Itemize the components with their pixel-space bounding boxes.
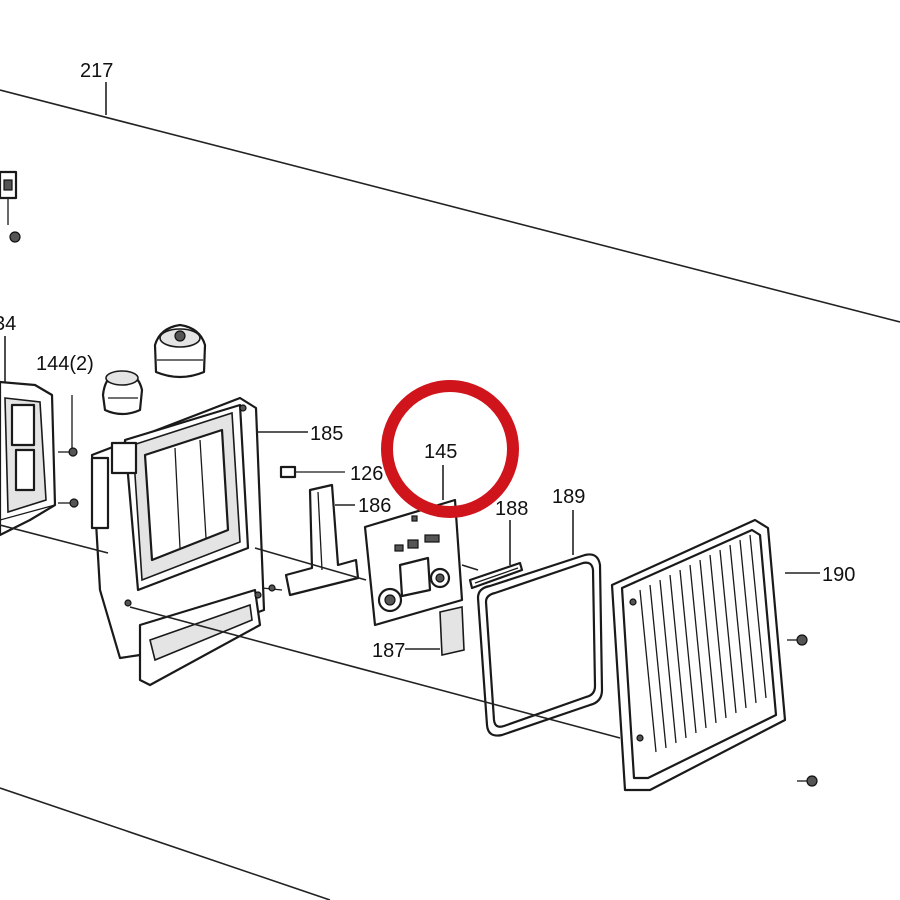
boundary-lines: [0, 89, 900, 900]
cap-large: [153, 323, 207, 379]
callout-186: 186: [358, 495, 391, 517]
part-187-pad: [439, 606, 465, 656]
part-186-bracket: [284, 483, 360, 597]
callout-189: 189: [552, 486, 585, 508]
part-189-gasket: [476, 553, 604, 737]
part-190-heatsink: [610, 518, 787, 792]
callout-145: 145: [424, 441, 457, 463]
part-184-housing: [0, 380, 57, 537]
leader-lines: [4, 82, 820, 650]
callout-labels: 217 34 144(2) 185 126 186 145 188 189 18…: [0, 60, 855, 662]
callout-185: 185: [310, 423, 343, 445]
screws-144: [58, 395, 79, 508]
cap-small: [101, 370, 144, 416]
callout-217: 217: [80, 60, 113, 82]
callout-184: 34: [0, 313, 16, 335]
screw-126: [261, 465, 345, 592]
callout-126: 126: [350, 463, 383, 485]
callout-190: 190: [822, 564, 855, 586]
part-188-strip: [468, 561, 524, 590]
part-185-frame: [90, 396, 266, 687]
part-145-pcb: [363, 498, 464, 627]
heatsink-fins: [639, 534, 767, 753]
callout-187: 187: [372, 640, 405, 662]
screws-190: [787, 634, 818, 787]
highlight-circle: [381, 380, 519, 518]
callout-188: 188: [495, 498, 528, 520]
connector-part: [0, 170, 21, 243]
alignment-lines: [0, 524, 621, 739]
callout-144: 144(2): [36, 353, 94, 375]
